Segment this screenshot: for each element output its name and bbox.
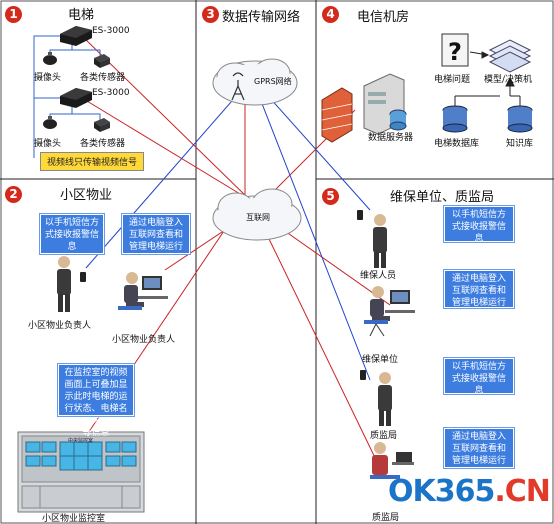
camera-icon-1 bbox=[43, 52, 57, 65]
section-number-3: 3 bbox=[202, 6, 219, 23]
db-label: 电梯数据库 bbox=[434, 139, 480, 149]
es3000-device-icon-1 bbox=[60, 26, 92, 46]
section-title-elevator: 电梯 bbox=[68, 8, 95, 23]
person-with-phone-icon-property bbox=[57, 256, 86, 312]
section-title-maintenance: 维保单位、质监局 bbox=[390, 190, 495, 205]
svg-text:?: ? bbox=[448, 38, 462, 66]
sensor-label-2: 各类传感器 bbox=[80, 139, 126, 149]
supervision-person-label: 质监局 bbox=[370, 431, 398, 441]
video-signal-note: 视频线只传输视频信号 bbox=[40, 152, 145, 171]
person-at-laptop-icon-supervision bbox=[370, 442, 414, 479]
section-number-5: 5 bbox=[322, 188, 339, 205]
watermark-part1: OK365 bbox=[388, 474, 495, 509]
panel-arrows bbox=[454, 51, 521, 106]
maint-pc-note: 通过电脑登入互联网查看和管理电梯运行状态 bbox=[443, 269, 515, 320]
monitor-room-label: 小区物业监控室 bbox=[42, 514, 106, 524]
section-title-datacenter: 电信机房 bbox=[357, 10, 410, 25]
person-at-computer-icon-property bbox=[118, 272, 168, 310]
internet-label: 互联网 bbox=[246, 213, 270, 222]
model-layers-icon bbox=[488, 39, 532, 73]
section-number-2: 2 bbox=[5, 186, 22, 203]
problem-label: 电梯问题 bbox=[434, 75, 471, 85]
supervision-sms-note: 以手机短信方式接收报警信息 bbox=[443, 357, 515, 396]
section-title-network: 数据传输网络 bbox=[222, 10, 301, 25]
section-number-4: 4 bbox=[322, 6, 339, 23]
person-with-phone-icon-maint bbox=[357, 210, 387, 268]
person-with-phone-icon-supervision bbox=[360, 370, 392, 426]
camera-icon-2 bbox=[43, 116, 57, 129]
question-icon: ? bbox=[441, 33, 469, 67]
property-person-pc-label: 小区物业负责人 bbox=[112, 335, 176, 345]
property-person-sms-label: 小区物业负责人 bbox=[28, 321, 92, 331]
db-icon bbox=[442, 105, 468, 133]
property-pc-note: 通过电脑登入互联网查看和管理电梯运行状态 bbox=[121, 213, 191, 264]
monitor-wall bbox=[17, 431, 145, 513]
internet-cloud bbox=[212, 188, 302, 241]
camera-label-1: 摄像头 bbox=[34, 73, 62, 83]
watermark-logo: OK365.CN bbox=[388, 474, 551, 509]
maint-unit-label: 维保单位 bbox=[362, 355, 399, 365]
section-title-property: 小区物业 bbox=[60, 188, 113, 203]
monitor-screen-title: 中央监控室 bbox=[68, 438, 94, 444]
maint-person-label: 维保人员 bbox=[360, 271, 397, 281]
monitor-room-note: 在监控室的视频画面上可叠加显示此时电梯的运行状态、电梯名称、开关门状态等信息 bbox=[57, 363, 135, 438]
camera-label-2: 摄像头 bbox=[34, 139, 62, 149]
device-label-1: ES-3000 bbox=[92, 26, 130, 36]
server-icon bbox=[363, 73, 407, 135]
device-label-2: ES-3000 bbox=[92, 88, 130, 98]
sensor-icon-1 bbox=[94, 54, 110, 68]
person-at-computer-icon-maint bbox=[364, 286, 415, 337]
firewall-icon bbox=[321, 87, 353, 143]
maint-sms-note: 以手机短信方式接收报警信息 bbox=[443, 205, 515, 244]
kb-label: 知识库 bbox=[506, 139, 534, 149]
section-number-1: 1 bbox=[5, 6, 22, 23]
gprs-label: GPRS网络 bbox=[254, 77, 292, 86]
watermark-part2: .CN bbox=[494, 474, 551, 509]
model-label: 模型/决策机 bbox=[484, 75, 533, 85]
sensor-label-1: 各类传感器 bbox=[80, 73, 126, 83]
supervision-pc-note: 通过电脑登入互联网查看和管理电梯运行状态 bbox=[443, 427, 515, 478]
sensor-icon-2 bbox=[94, 118, 110, 132]
property-sms-note: 以手机短信方式接收报警信息 bbox=[39, 213, 105, 255]
antenna-icon bbox=[231, 72, 245, 101]
server-label: 数据服务器 bbox=[368, 133, 414, 143]
es3000-device-icon-2 bbox=[60, 88, 92, 108]
supervision-unit-label: 质监局 bbox=[372, 513, 400, 523]
kb-icon bbox=[507, 105, 533, 133]
